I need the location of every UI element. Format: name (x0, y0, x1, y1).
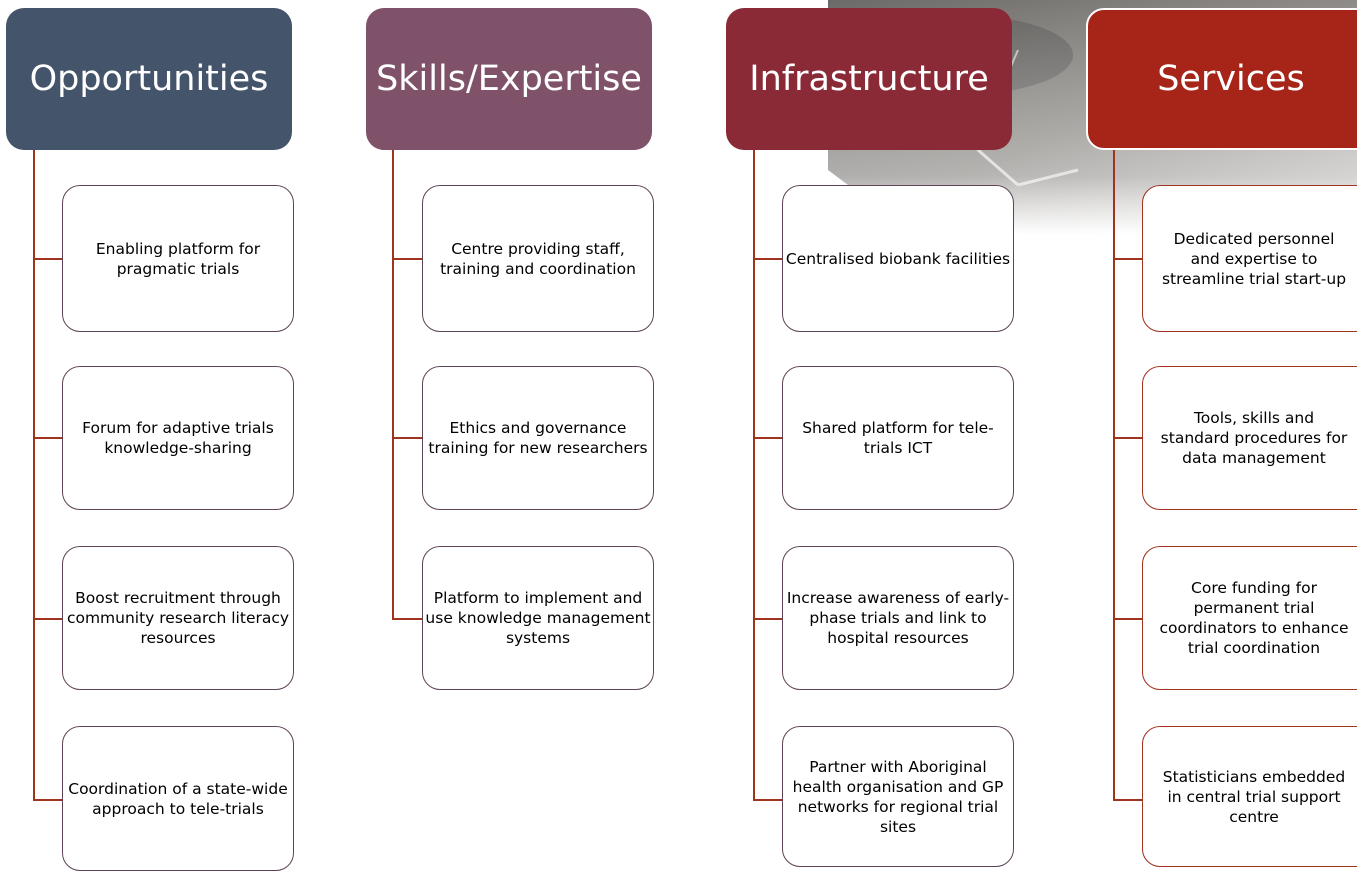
column-header-opportunities: Opportunities (6, 8, 292, 150)
item-text: Core funding for permanent trial coordin… (1159, 579, 1349, 657)
connector-line (392, 618, 422, 620)
item-text: Coordination of a state-wide approach to… (68, 779, 288, 818)
column-title-services: Services (1157, 59, 1305, 99)
connector-line (1113, 437, 1143, 439)
connector-line (753, 437, 783, 439)
connector-line (1113, 618, 1143, 620)
connector-line (392, 258, 422, 260)
infrastructure-item: Partner with Aboriginal health organisat… (782, 726, 1014, 867)
connector-line (753, 258, 783, 260)
services-item: Tools, skills and standard procedures fo… (1142, 366, 1357, 510)
opportunity-item: Boost recruitment through community rese… (62, 546, 294, 690)
opportunity-item: Forum for adaptive trials knowledge-shar… (62, 366, 294, 510)
item-text: Centre providing staff, training and coo… (440, 239, 636, 278)
item-text: Dedicated personnel and expertise to str… (1161, 229, 1347, 288)
item-text: Boost recruitment through community rese… (66, 589, 290, 647)
connector-line (33, 799, 63, 801)
item-text: Shared platform for tele-trials ICT (802, 419, 994, 457)
infrastructure-item: Increase awareness of early-phase trials… (782, 546, 1014, 690)
item-text: Enabling platform for pragmatic trials (95, 239, 261, 278)
connector-line (753, 150, 755, 801)
item-text: Partner with Aboriginal health organisat… (792, 757, 1004, 836)
connector-line (1113, 150, 1115, 801)
connector-line (392, 437, 422, 439)
item-text: Statisticians embedded in central trial … (1162, 767, 1346, 826)
services-item: Core funding for permanent trial coordin… (1142, 546, 1357, 690)
connector-line (33, 437, 63, 439)
infrastructure-item: Shared platform for tele-trials ICT (782, 366, 1014, 510)
item-text: Increase awareness of early-phase trials… (786, 589, 1010, 647)
skills-item: Centre providing staff, training and coo… (422, 185, 654, 332)
connector-line (1113, 258, 1143, 260)
column-header-infrastructure: Infrastructure (726, 8, 1012, 150)
column-header-services: Services (1086, 8, 1357, 150)
connector-line (392, 150, 394, 619)
column-title-opportunities: Opportunities (29, 59, 269, 99)
connector-line (753, 618, 783, 620)
item-text: Forum for adaptive trials knowledge-shar… (82, 419, 274, 457)
opportunity-item: Enabling platform for pragmatic trials (62, 185, 294, 332)
services-item: Statisticians embedded in central trial … (1142, 726, 1357, 867)
item-text: Ethics and governance training for new r… (428, 419, 648, 457)
services-item: Dedicated personnel and expertise to str… (1142, 185, 1357, 332)
skills-item: Ethics and governance training for new r… (422, 366, 654, 510)
column-title-infrastructure: Infrastructure (749, 59, 989, 99)
item-text: Platform to implement and use knowledge … (425, 589, 651, 647)
opportunity-item: Coordination of a state-wide approach to… (62, 726, 294, 871)
connector-line (1113, 799, 1143, 801)
skills-item: Platform to implement and use knowledge … (422, 546, 654, 690)
connector-line (33, 258, 63, 260)
connector-line (753, 799, 783, 801)
connector-line (33, 150, 35, 801)
infrastructure-item: Centralised biobank facilities (782, 185, 1014, 332)
connector-line (33, 618, 63, 620)
column-header-skills: Skills/Expertise (366, 8, 652, 150)
item-text: Tools, skills and standard procedures fo… (1160, 409, 1348, 467)
item-text: Centralised biobank facilities (785, 249, 1011, 268)
column-title-skills: Skills/Expertise (376, 59, 642, 99)
